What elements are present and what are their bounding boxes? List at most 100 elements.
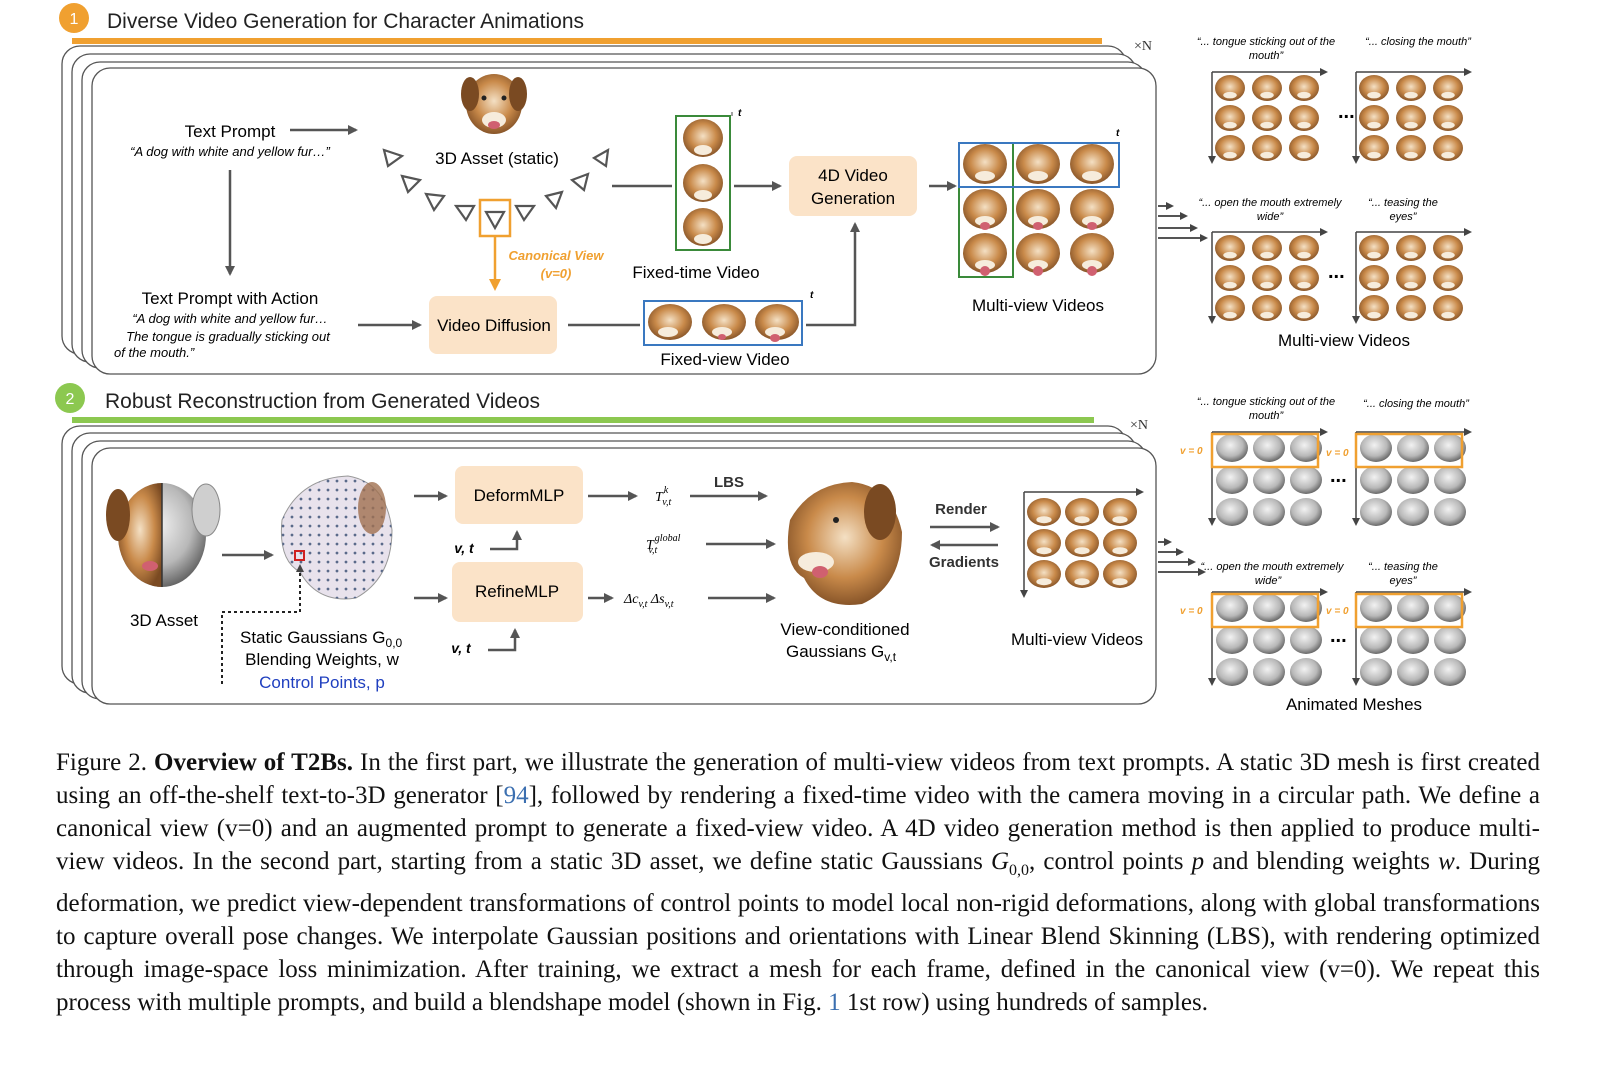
multiview-video-grid bbox=[958, 142, 1120, 278]
canonical-view-highlight bbox=[478, 198, 512, 238]
prompt-tongue-a: “... tongue sticking out of the bbox=[1197, 36, 1335, 48]
part2-right-prompts: “... tongue sticking out of the mouth” “… bbox=[1197, 396, 1470, 587]
part2-section: 2 Robust Reconstruction from Generated V… bbox=[55, 383, 1472, 714]
tk-sup: k bbox=[664, 485, 669, 496]
citation-fig1-link[interactable]: 1 bbox=[828, 989, 841, 1016]
fan-out-arrows-part1 bbox=[1158, 202, 1208, 242]
asset-static-label: 3D Asset (static) bbox=[435, 149, 559, 168]
p2-prompt-open-b: wide” bbox=[1255, 575, 1283, 587]
part1-times-n: ×N bbox=[1134, 39, 1152, 54]
text-prompt-label: Text Prompt bbox=[185, 122, 276, 141]
delta-s: Δs bbox=[647, 592, 665, 607]
delta-c: Δc bbox=[623, 592, 639, 607]
caption-p: p bbox=[1191, 848, 1205, 875]
fan-out-arrows-part2 bbox=[1158, 538, 1206, 576]
prompt-tongue-b: mouth” bbox=[1249, 50, 1285, 62]
v0-label-1: v = 0 bbox=[1180, 446, 1203, 457]
arrow-vt-to-deform bbox=[490, 530, 522, 551]
vt-refine-label: v, t bbox=[451, 640, 472, 656]
render-label: Render bbox=[935, 501, 987, 518]
tk-T: T bbox=[655, 490, 664, 505]
view-cond-sub: v,t bbox=[884, 650, 896, 664]
text-prompt-action-label: Text Prompt with Action bbox=[142, 289, 319, 308]
caption-g00: G bbox=[990, 848, 1010, 875]
caption-fig-number: Figure 2. bbox=[56, 749, 148, 776]
control-points-label: Control Points, p bbox=[259, 673, 385, 692]
caption-s2: ], followed by rendering a fixed-time vi… bbox=[56, 782, 1540, 875]
part1-section: 1 Diverse Video Generation for Character… bbox=[59, 3, 1472, 375]
gaussian-dog-with-control-points bbox=[280, 475, 393, 600]
text-prompt-quote: “A dog with white and yellow fur…” bbox=[130, 144, 330, 159]
delta-symbol: Δcv,t Δsv,t bbox=[623, 592, 674, 610]
p2-multiview-thumbs bbox=[1027, 498, 1137, 588]
camera-arc bbox=[382, 147, 610, 231]
v0-row-highlight bbox=[1210, 592, 1320, 629]
asset-half-mesh-dog bbox=[106, 483, 221, 587]
part2-number-badge bbox=[55, 383, 85, 413]
view-cond-text: Gaussians G bbox=[786, 642, 884, 661]
caption-s1: In the first part, we illustrate the gen… bbox=[56, 749, 1541, 809]
citation-94-link[interactable]: 94 bbox=[503, 782, 529, 809]
video-diffusion-box bbox=[429, 296, 557, 354]
view-cond-line1: View-conditioned bbox=[780, 620, 909, 639]
part1-right-video-grids bbox=[1208, 68, 1472, 324]
v0-label-2: v = 0 bbox=[1326, 448, 1349, 459]
multiview-videos-label: Multi-view Videos bbox=[972, 296, 1104, 315]
p2-dots-row1: ... bbox=[1330, 465, 1347, 487]
arrow-vt-to-refine bbox=[488, 628, 520, 652]
part2-multiview-label: Multi-view Videos bbox=[1011, 630, 1143, 649]
part2-title: Robust Reconstruction from Generated Vid… bbox=[105, 390, 540, 413]
part2-asset-label: 3D Asset bbox=[130, 611, 198, 630]
part2-title-bar bbox=[72, 417, 1094, 423]
p1-thumb-grid-2 bbox=[1359, 75, 1463, 161]
deformmlp-box bbox=[455, 466, 583, 524]
caption-bold-title: Overview of T2Bs. bbox=[154, 749, 353, 776]
multiview-t: t bbox=[1116, 128, 1120, 139]
part1-number: 1 bbox=[70, 11, 79, 28]
video-diffusion-label: Video Diffusion bbox=[437, 316, 551, 335]
refinemlp-box bbox=[452, 562, 583, 622]
view-cond-line2: Gaussians Gv,t bbox=[786, 642, 897, 664]
dots-row1: ... bbox=[1338, 101, 1355, 123]
refinemlp-label: RefineMLP bbox=[475, 582, 559, 601]
tglobal-sup: global bbox=[655, 533, 681, 544]
dotted-control-point-pointer bbox=[221, 564, 304, 684]
action-quote-3: of the mouth.” bbox=[114, 345, 195, 360]
p2-mesh-grid-2 bbox=[1360, 434, 1466, 526]
gradients-label: Gradients bbox=[929, 554, 999, 571]
caption-w: w bbox=[1438, 848, 1455, 875]
fixed-time-video-label: Fixed-time Video bbox=[632, 263, 759, 282]
deformmlp-label: DeformMLP bbox=[474, 486, 565, 505]
fixed-view-t: t bbox=[810, 290, 814, 301]
prompt-teasing-b: eyes” bbox=[1390, 211, 1418, 223]
part2-times-n: ×N bbox=[1130, 418, 1148, 433]
action-quote-2: The tongue is gradually sticking out bbox=[126, 329, 331, 344]
prompt-closing: “... closing the mouth” bbox=[1365, 36, 1472, 48]
fixed-time-t: t bbox=[738, 108, 742, 119]
part2-number: 2 bbox=[66, 391, 75, 408]
p2-mesh-grid-3 bbox=[1216, 594, 1322, 686]
tglobal-sub: v,t bbox=[648, 545, 657, 556]
p2-prompt-open-a: “... open the mouth extremely bbox=[1200, 561, 1345, 573]
p1-thumb-grid-4 bbox=[1359, 235, 1463, 321]
part1-main-panel bbox=[91, 67, 1157, 375]
caption-s5: . During deformation, we predict view-de… bbox=[56, 848, 1541, 1016]
part2-right-mesh-grids bbox=[1208, 428, 1472, 686]
static-gaussians-label: Static Gaussians G0,0 bbox=[240, 628, 403, 650]
fixed-time-video-frames bbox=[675, 115, 731, 251]
video-4d-gen-line2: Generation bbox=[811, 189, 895, 208]
static-gaussians-text: Static Gaussians G bbox=[240, 628, 386, 647]
prompt-open-a: “... open the mouth extremely bbox=[1198, 197, 1343, 209]
fixed-view-video-label: Fixed-view Video bbox=[660, 350, 789, 369]
view-conditioned-gaussian-dog bbox=[787, 482, 902, 605]
canonical-view-v0: (v=0) bbox=[541, 266, 572, 281]
p2-mesh-grid-1 bbox=[1216, 434, 1322, 526]
part1-right-label: Multi-view Videos bbox=[1278, 331, 1410, 350]
delta-s-sub: v,t bbox=[665, 599, 674, 610]
prompt-open-b: wide” bbox=[1257, 211, 1285, 223]
part2-multiview-grid bbox=[1020, 488, 1144, 598]
video-4d-gen-line1: 4D Video bbox=[818, 166, 888, 185]
p1-thumb-grid-3 bbox=[1215, 235, 1319, 321]
p2-prompt-teasing-a: “... teasing the bbox=[1368, 561, 1438, 573]
